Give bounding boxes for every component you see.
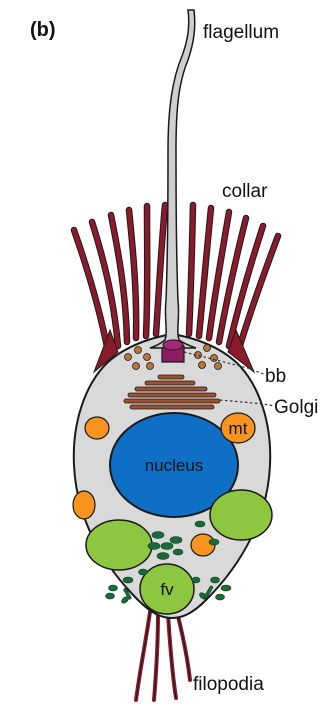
basal-body [162, 340, 184, 362]
mitochondrion-label: mt [229, 419, 248, 438]
collar-label: collar [222, 181, 268, 202]
food-vacuole-label: fv [160, 580, 174, 599]
panel-label: (b) [30, 19, 56, 41]
nucleus-label: nucleus [145, 456, 204, 475]
basal-body-label: bb [265, 366, 286, 387]
golgi-label: Golgi [274, 397, 318, 418]
filopodia [136, 612, 190, 700]
filopodia-label: filopodia [193, 674, 264, 695]
flagellum-label: flagellum [203, 22, 279, 43]
